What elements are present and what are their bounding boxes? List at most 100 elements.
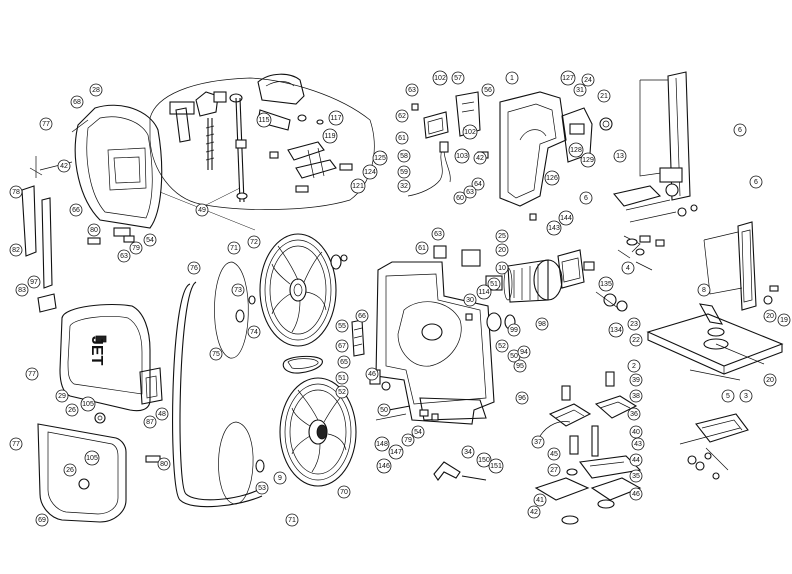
part-callout: 74 [247,325,261,339]
brand-logo: JET [88,336,105,366]
callout-circle [461,445,475,459]
callout-number: 69 [38,517,46,524]
callout-number: 41 [536,497,544,504]
callout-number: 103 [456,153,468,160]
callout-number: 119 [324,133,335,140]
callout-circle [627,407,641,421]
part-callout: 54 [143,233,157,247]
saw-table [646,303,784,381]
callout-number: 97 [30,279,38,286]
lower-blade-guide [679,413,749,480]
part-callout: 20 [763,373,777,387]
part-callout: 144 [558,210,574,226]
part-callout: 61 [415,241,429,255]
callout-number: 5 [726,393,730,400]
callout-circle [195,203,209,217]
part-callout: 77 [9,437,23,451]
callout-number: 68 [73,99,81,106]
part-callout: 128 [568,142,584,158]
callout-circle [513,359,527,373]
callout-number: 1 [510,75,514,82]
callout-circle [70,95,84,109]
callout-circle [285,513,299,527]
lower-wheel [279,377,357,487]
callout-circle [84,450,100,466]
callout-number: 49 [198,207,206,214]
callout-circle [377,403,391,417]
callout-number: 96 [518,395,526,402]
part-callout: 32 [397,179,411,193]
callout-number: 82 [12,247,20,254]
upper-wheel-cover [71,104,163,229]
part-callout: 43 [631,437,645,451]
callout-number: 21 [600,93,608,100]
part-callout: 96 [515,391,529,405]
callout-number: 87 [146,419,154,426]
callout-number: 121 [352,183,364,190]
callout-circle [117,249,131,263]
callout-circle [547,463,561,477]
callout-number: 13 [616,153,624,160]
callout-number: 59 [400,169,408,176]
part-callout: 25 [495,229,509,243]
part-callout: 40 [629,425,643,439]
callout-number: 75 [212,351,220,358]
callout-circle [621,261,635,275]
callout-circle [209,347,223,361]
part-callout: 83 [15,283,29,297]
part-callout: 62 [395,109,409,123]
part-callout: 127 [560,70,576,86]
part-callout: 66 [355,309,369,323]
callout-circle [505,71,519,85]
callout-circle [558,210,574,226]
callout-circle [432,70,448,86]
rip-fence-bracket [703,221,779,311]
part-callout: 102 [432,70,448,86]
part-callout: 126 [544,170,560,186]
callout-number: 45 [550,451,558,458]
callout-circle [488,458,504,474]
callout-circle [395,131,409,145]
callout-circle [129,241,143,255]
callout-number: 150 [478,457,490,464]
callout-number: 43 [634,441,642,448]
callout-circle [255,481,269,495]
callout-circle [411,425,425,439]
callout-number: 74 [250,329,258,336]
callout-number: 9 [278,475,282,482]
part-callout: 72 [247,235,261,249]
callout-number: 144 [560,215,572,222]
part-callout: 61 [395,131,409,145]
part-callout: 75 [209,347,223,361]
part-callout: 37 [531,435,545,449]
part-callout: 10 [495,261,509,275]
part-callout: 73 [231,283,245,297]
callout-number: 2 [632,363,636,370]
callout-circle [629,487,643,501]
callout-circle [335,371,349,385]
part-callout: 76 [187,261,201,275]
callout-circle [247,325,261,339]
part-callout: 34 [461,445,475,459]
part-callout: 80 [87,223,101,237]
part-callout: 94 [517,345,531,359]
callout-circle [453,191,467,205]
callout-circle [733,123,747,137]
part-callout: 69 [35,513,49,527]
callout-number: 20 [766,313,774,320]
callout-circle [535,317,549,331]
callout-circle [613,149,627,163]
callout-circle [55,389,69,403]
callout-circle [495,243,509,257]
callout-number: 60 [456,195,464,202]
callout-number: 63 [466,189,474,196]
part-callout: 82 [9,243,23,257]
callout-circle [9,185,23,199]
part-callout: 135 [598,276,614,292]
part-callout: 35 [629,469,643,483]
part-callout: 45 [547,447,561,461]
part-callout: 105 [84,450,100,466]
part-callout: 31 [573,83,587,97]
callout-number: 54 [146,237,154,244]
callout-circle [9,437,23,451]
